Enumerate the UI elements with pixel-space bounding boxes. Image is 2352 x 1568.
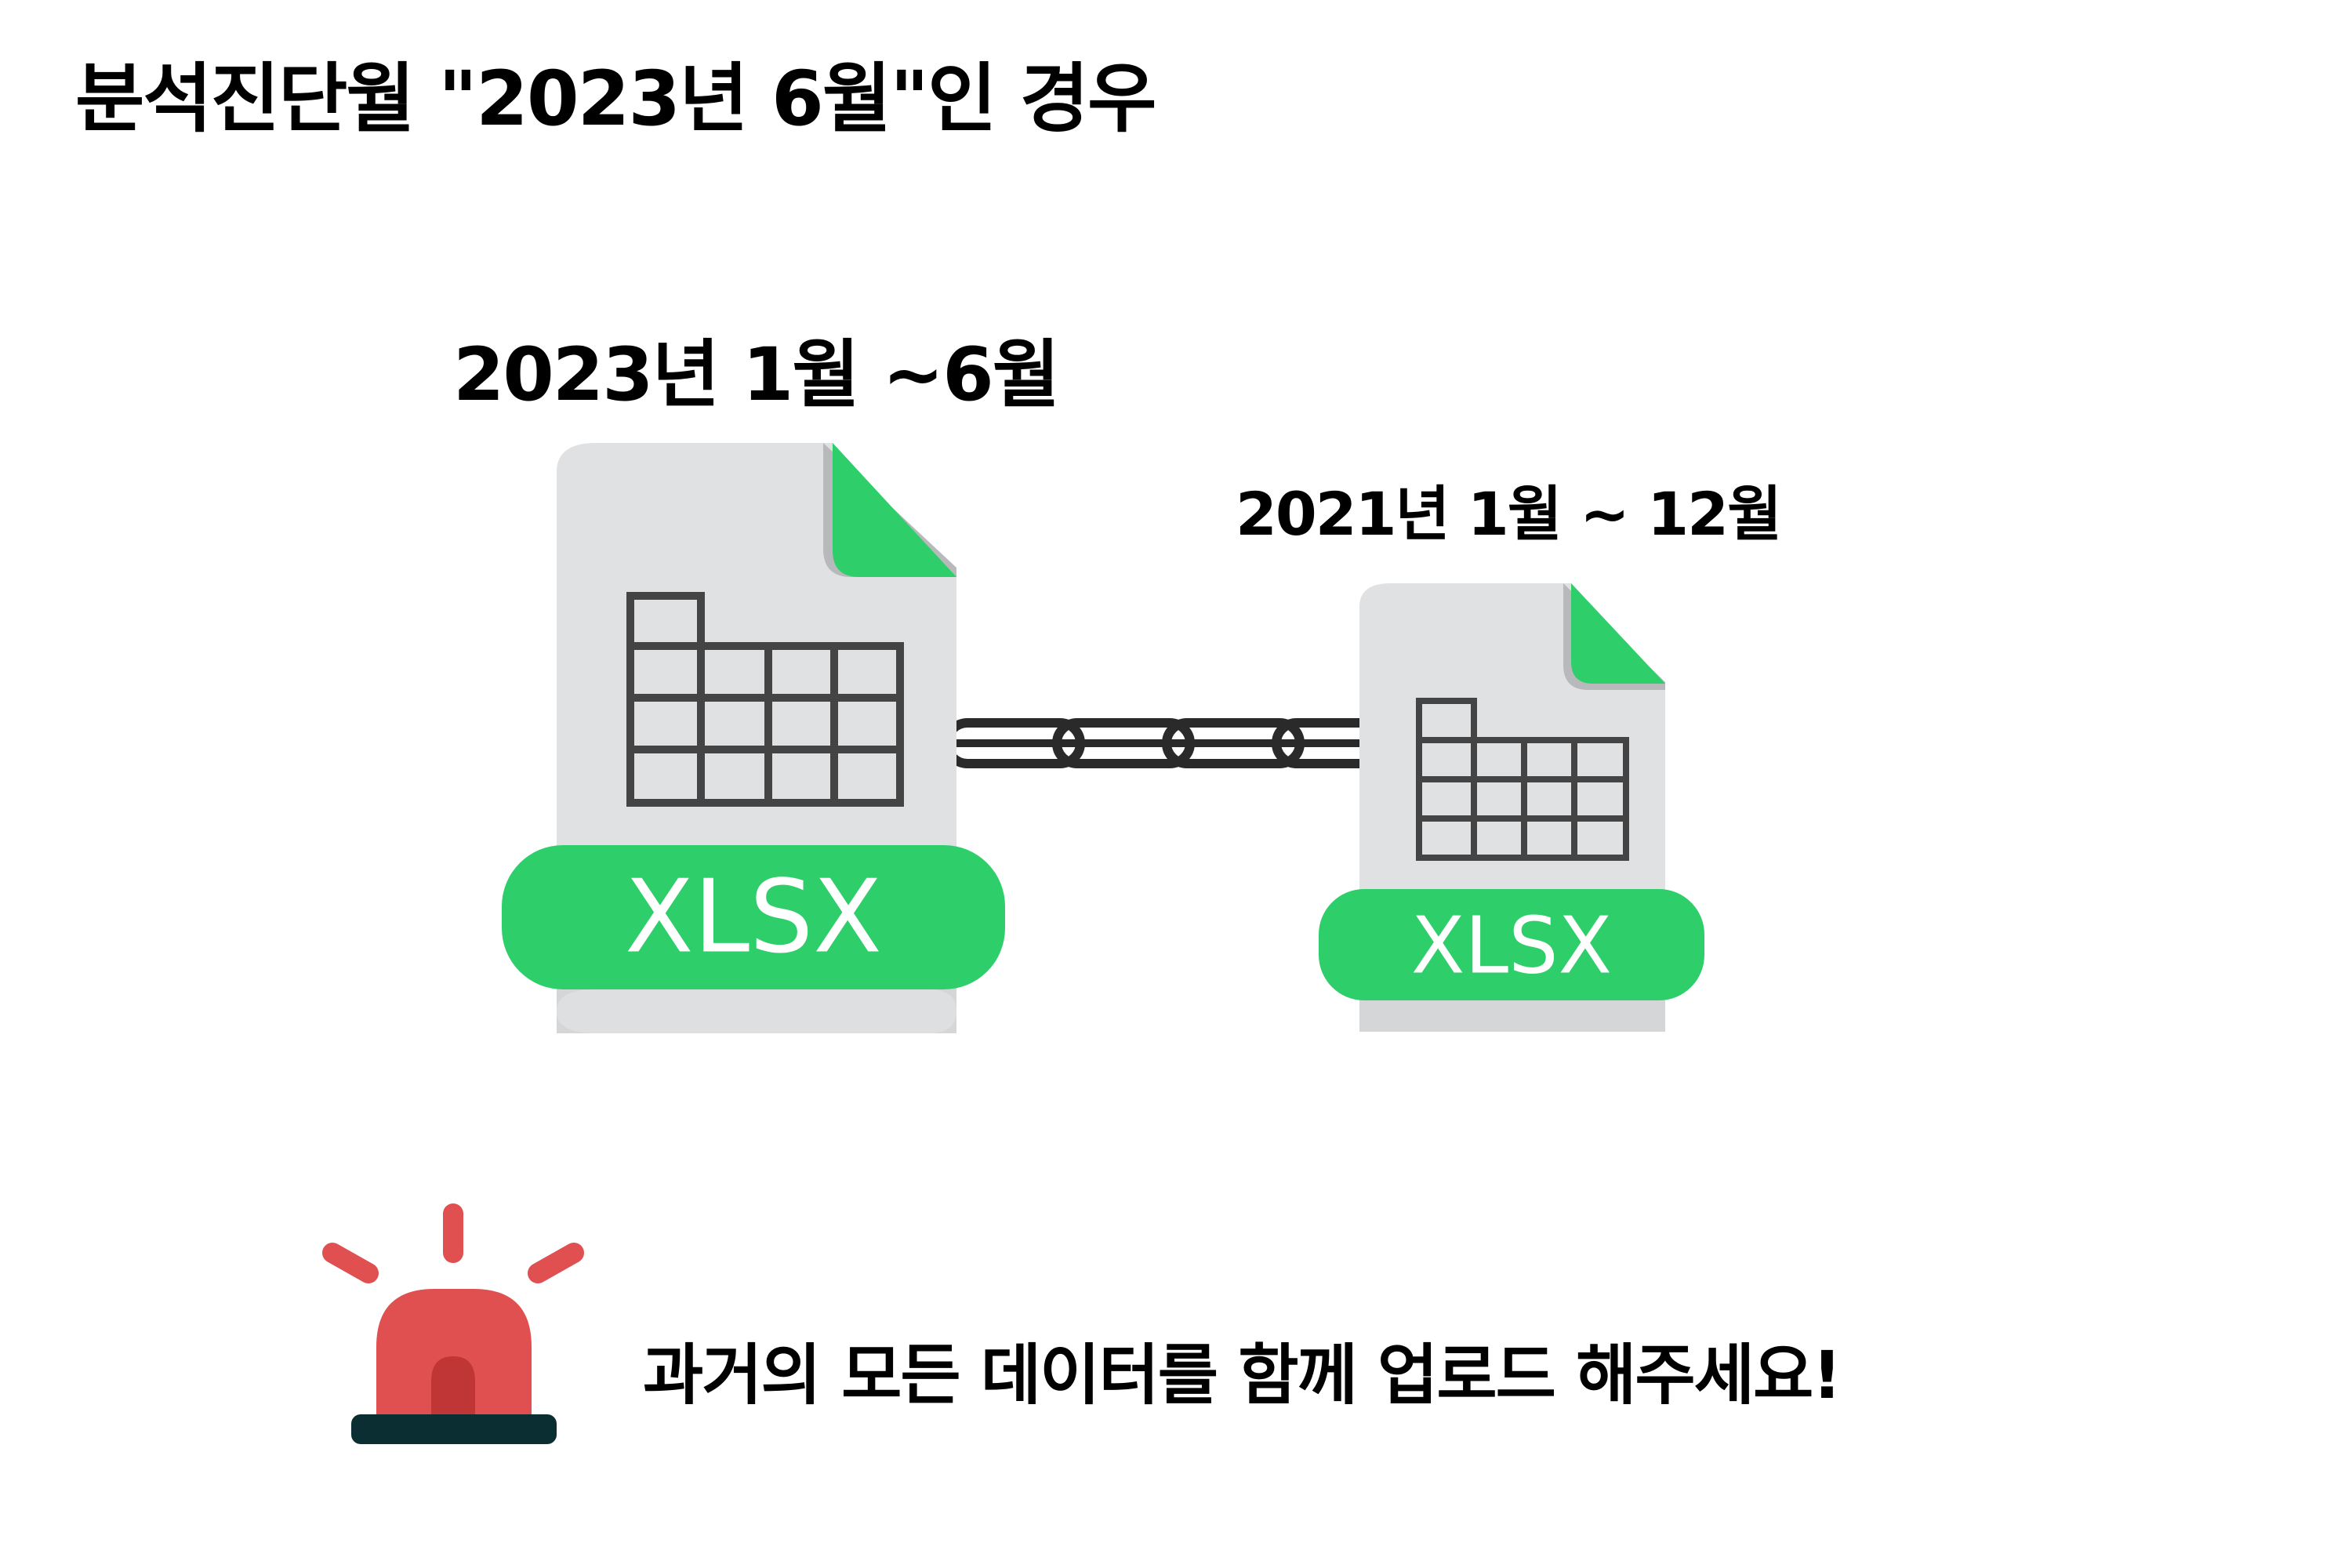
xlsx-file-icon-2023: XLSX [502, 443, 1005, 1033]
xlsx-badge-text-2023: XLSX [625, 859, 882, 976]
spreadsheet-grid-icon [1416, 698, 1629, 861]
xlsx-badge-text-2021: XLSX [1411, 900, 1612, 992]
xlsx-file-icon-2021: XLSX [1319, 583, 1704, 1032]
xlsx-badge-2021 [1319, 889, 1704, 1000]
upload-notice: 과거의 모든 데이터를 함께 업로드 해주세요! [643, 1337, 1842, 1414]
spreadsheet-grid-icon [626, 592, 904, 807]
siren-alarm-icon [322, 1203, 584, 1444]
chain-link-icon [942, 718, 1399, 768]
file-period-label-2023: 2023년 1월 ~6월 [453, 332, 1060, 418]
file-period-label-2021: 2021년 1월 ~ 12월 [1236, 479, 1782, 549]
page-title: 분석진단월 "2023년 6월"인 경우 [75, 55, 1156, 143]
xlsx-badge-2023 [502, 845, 1005, 989]
